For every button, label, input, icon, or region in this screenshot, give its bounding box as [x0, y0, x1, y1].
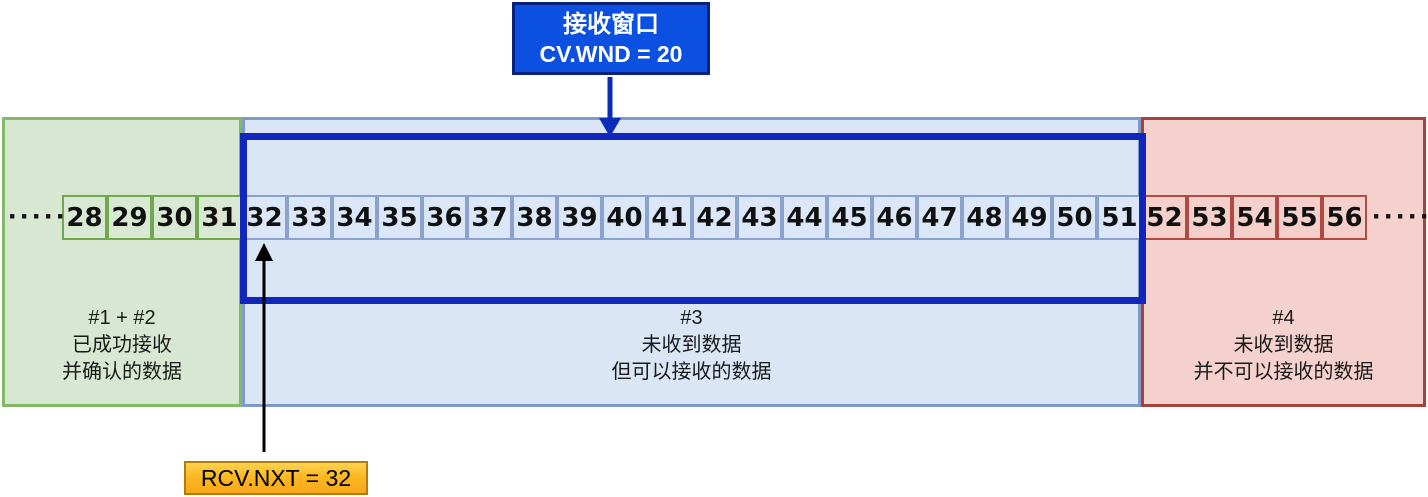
sequence-cell: 45	[827, 195, 872, 240]
sequence-cell: 35	[377, 195, 422, 240]
region-not-receivable-label: #4 未收到数据 并不可以接收的数据	[1144, 305, 1423, 386]
sequence-cell: 37	[467, 195, 512, 240]
region-label-line: 并确认的数据	[62, 361, 182, 383]
region-label-line: #1 + #2	[88, 307, 156, 329]
receive-window-title: 接收窗口	[563, 10, 659, 38]
region-label-line: 并不可以接收的数据	[1193, 361, 1374, 383]
region-label-line: 未收到数据	[641, 334, 742, 356]
sequence-cell: 39	[557, 195, 602, 240]
region-received-acked: #1 + #2 已成功接收 并确认的数据	[2, 117, 242, 407]
sequence-cell: 36	[422, 195, 467, 240]
sequence-cell: 30	[152, 195, 197, 240]
sequence-cell: 50	[1052, 195, 1097, 240]
sequence-cell: 53	[1187, 195, 1232, 240]
ellipsis-right: ·····	[1372, 200, 1428, 233]
sequence-cell: 28	[62, 195, 107, 240]
sequence-cell: 47	[917, 195, 962, 240]
region-receivable: #3 未收到数据 但可以接收的数据	[242, 117, 1141, 407]
sequence-cell: 41	[647, 195, 692, 240]
sequence-cell: 33	[287, 195, 332, 240]
region-not-receivable: #4 未收到数据 并不可以接收的数据	[1141, 117, 1426, 407]
sequence-cell: 49	[1007, 195, 1052, 240]
region-receivable-label: #3 未收到数据 但可以接收的数据	[245, 305, 1138, 386]
sequence-cell: 43	[737, 195, 782, 240]
receive-window-callout: 接收窗口 CV.WND = 20	[512, 2, 710, 75]
ellipsis-left: ·····	[8, 200, 68, 233]
sequence-cell: 51	[1097, 195, 1142, 240]
region-received-acked-label: #1 + #2 已成功接收 并确认的数据	[5, 305, 239, 386]
sequence-cell: 44	[782, 195, 827, 240]
sequence-cell: 34	[332, 195, 377, 240]
region-label-line: #4	[1272, 307, 1295, 329]
receive-window-outline	[240, 133, 1146, 304]
sequence-cell: 54	[1232, 195, 1277, 240]
region-label-line: #3	[680, 307, 703, 329]
receive-window-value: CV.WND = 20	[539, 40, 683, 67]
region-label-line: 已成功接收	[72, 334, 172, 356]
sequence-cell: 38	[512, 195, 557, 240]
sequence-cell: 32	[242, 195, 287, 240]
sequence-cell: 40	[602, 195, 647, 240]
sequence-cell: 29	[107, 195, 152, 240]
sequence-cell: 56	[1322, 195, 1367, 240]
region-label-line: 未收到数据	[1233, 334, 1334, 356]
rcv-nxt-label: RCV.NXT = 32	[184, 461, 368, 495]
sequence-cell: 48	[962, 195, 1007, 240]
region-label-line: 但可以接收的数据	[611, 361, 772, 383]
sequence-cell: 31	[197, 195, 242, 240]
sequence-cell: 52	[1142, 195, 1187, 240]
sequence-cell: 55	[1277, 195, 1322, 240]
sequence-cell: 42	[692, 195, 737, 240]
sequence-cell: 46	[872, 195, 917, 240]
